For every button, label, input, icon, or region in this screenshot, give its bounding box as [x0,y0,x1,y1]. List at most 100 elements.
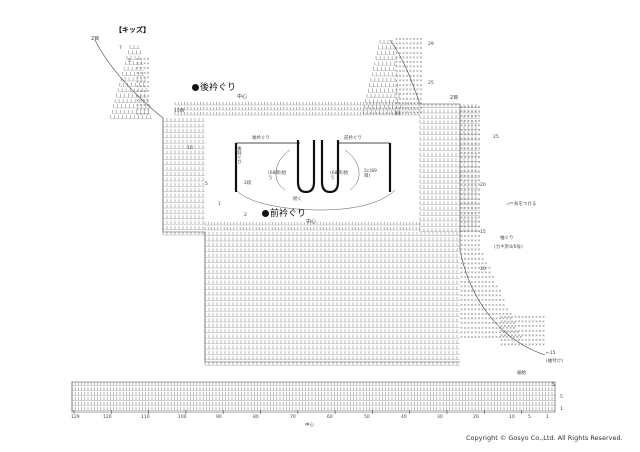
svg-text:×: × [464,312,467,316]
left-shoulder-row [129,45,140,49]
svg-text:×: × [509,321,512,325]
svg-text:×: × [478,151,481,155]
svg-text:×: × [542,338,545,342]
svg-text:×: × [474,243,477,247]
armhole-rib-row: ××××××××××× [460,284,498,288]
svg-text:×: × [474,238,477,242]
svg-text:×: × [467,188,470,192]
svg-text:×: × [464,266,467,270]
svg-text:×: × [460,248,463,252]
axis-tick-label: 120 [103,415,112,420]
svg-text:×: × [416,88,419,92]
svg-text:×: × [409,101,412,105]
svg-text:×: × [416,69,419,73]
svg-text:×: × [402,65,405,69]
right-panel-row [419,190,480,195]
svg-text:×: × [492,326,495,330]
left-rib-row: ×××× [136,89,150,93]
row-label: 1 [218,202,221,207]
svg-text:×: × [464,321,467,325]
svg-text:×: × [521,320,524,324]
svg-text:×: × [513,326,516,330]
svg-text:×: × [478,183,481,187]
svg-text:×: × [460,280,463,284]
row-label: 7 [119,46,122,51]
svg-text:×: × [460,188,463,192]
svg-text:×: × [409,111,412,115]
svg-text:×: × [464,174,467,178]
svg-text:×: × [420,46,423,50]
svg-text:×: × [143,75,146,79]
svg-text:×: × [539,315,542,319]
svg-text:×: × [471,321,474,325]
row-label: 10 [480,267,486,272]
svg-text:×: × [467,335,470,339]
svg-text:×: × [413,78,416,82]
svg-text:×: × [409,60,412,64]
svg-text:×: × [460,303,463,307]
svg-text:×: × [471,202,474,206]
svg-text:×: × [140,103,143,107]
svg-text:×: × [485,284,488,288]
svg-text:×: × [467,206,470,210]
svg-text:×: × [416,106,419,110]
body-stitch-row [204,286,460,290]
right-rib-row: ×××××××× [395,37,423,41]
svg-text:×: × [416,65,419,69]
svg-text:×: × [511,324,514,328]
svg-text:×: × [420,51,423,55]
front-neck-chain-row [204,222,420,226]
svg-text:×: × [474,271,477,275]
svg-text:×: × [514,315,517,319]
armhole-rib-row: ×××××× [460,238,481,242]
armhole-rib-row: ×××××× [460,234,481,238]
svg-text:×: × [395,92,398,96]
svg-text:×: × [471,307,474,311]
svg-text:×: × [535,333,538,337]
svg-text:×: × [485,271,488,275]
left-panel-row [162,188,205,193]
svg-text:×: × [143,108,146,112]
svg-text:×: × [464,206,467,210]
svg-text:×: × [474,188,477,192]
svg-text:×: × [464,202,467,206]
left-shoulder-row [110,115,152,120]
armhole-rib-row: ×××××× [460,110,481,114]
svg-text:×: × [464,188,467,192]
left-rib-row: ×××× [136,71,150,75]
svg-text:×: × [488,266,491,270]
svg-text:×: × [460,252,463,256]
left-rib-row: ×××× [136,75,150,79]
svg-text:×: × [464,307,467,311]
svg-text:×: × [464,294,467,298]
svg-text:×: × [504,343,507,347]
svg-text:×: × [474,197,477,201]
armhole-row-label: (袖付け) [546,359,564,364]
svg-text:×: × [467,280,470,284]
svg-text:×: × [416,92,419,96]
svg-text:×: × [471,294,474,298]
hem-stitch-row [71,392,555,396]
svg-text:×: × [464,225,467,229]
svg-text:×: × [460,238,463,242]
svg-text:×: × [464,234,467,238]
row-label: 2 [244,213,247,218]
svg-text:×: × [481,261,484,265]
svg-text:×: × [478,243,481,247]
svg-text:×: × [525,320,528,324]
svg-text:×: × [506,312,509,316]
svg-text:×: × [460,211,463,215]
svg-text:×: × [535,329,538,333]
left-panel-row [162,209,205,214]
right-panel-row [419,185,480,189]
chart-title: 【キッズ】 [115,26,150,34]
svg-text:×: × [492,317,495,321]
svg-text:×: × [143,98,146,102]
svg-text:×: × [467,192,470,196]
svg-text:×: × [507,320,510,324]
svg-text:×: × [420,101,423,105]
stitch-count-right: 2目 [450,95,459,101]
svg-text:×: × [140,80,143,84]
svg-text:×: × [399,106,402,110]
svg-text:×: × [464,220,467,224]
